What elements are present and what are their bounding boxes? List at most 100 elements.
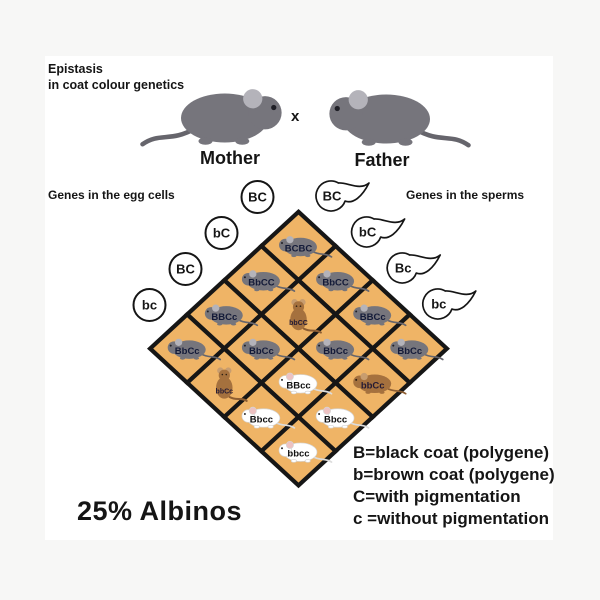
- sperm-gamete-label: bc: [431, 297, 446, 312]
- mouse-eye-icon: [355, 378, 358, 381]
- mouse-foot-icon: [290, 390, 297, 395]
- mouse-ear-icon: [248, 406, 257, 415]
- mouse-eye-icon: [318, 344, 321, 347]
- father-label: Father: [354, 150, 410, 170]
- mouse-eye-icon: [355, 310, 358, 313]
- sperm-gamete-label: bC: [359, 225, 377, 240]
- title-line2: in coat colour genetics: [48, 78, 185, 92]
- sperm-shape-icon: [421, 288, 477, 320]
- mouse-eye-icon: [392, 344, 395, 347]
- mouse-eye-icon: [221, 373, 224, 376]
- genotype-label: BbCC: [322, 278, 349, 289]
- genotype-legend: B=black coat (polygene) b=brown coat (po…: [353, 442, 555, 530]
- mother-label: Mother: [200, 148, 260, 168]
- mouse-eye-icon: [318, 276, 321, 279]
- mouse-grey: [316, 338, 370, 361]
- mouse-ear-icon: [348, 90, 368, 110]
- egg-circle-icon: [204, 216, 239, 250]
- mouse-brown: [290, 299, 322, 334]
- mouse-eye-icon: [243, 276, 246, 279]
- mouse-ear-icon: [323, 270, 331, 278]
- genotype-label: bbCc: [361, 380, 385, 391]
- mouse-foot-icon: [304, 459, 311, 463]
- sperm-gamete-label: BC: [323, 189, 342, 204]
- mouse-ear-icon: [249, 338, 257, 346]
- genotype-label: Bbcc: [250, 415, 273, 426]
- genotype-label: BBcc: [286, 380, 310, 391]
- mouse-foot-icon: [268, 356, 274, 360]
- mouse-ear-icon: [285, 440, 294, 449]
- mouse-grey: [390, 338, 444, 361]
- egg-gamete-label: BC: [248, 190, 267, 205]
- sperm-gamete: Bc: [386, 252, 442, 284]
- genotype-label: BbCc: [175, 346, 200, 357]
- mouse-head-icon: [218, 369, 230, 381]
- sperm-shape-icon: [386, 252, 442, 284]
- mouse-foot-icon: [342, 356, 348, 360]
- mouse-eye-icon: [281, 447, 283, 450]
- mouse-head-icon: [292, 301, 305, 313]
- mouse-foot-icon: [365, 322, 371, 326]
- genotype-label: BBCc: [211, 312, 237, 323]
- mouse-foot-icon: [290, 459, 297, 463]
- mouse-white: [241, 406, 296, 429]
- mouse-eye-icon: [295, 305, 298, 307]
- mouse-eye-icon: [243, 413, 246, 416]
- mouse-ear-icon: [360, 372, 368, 381]
- mouse-foot-icon: [341, 424, 348, 429]
- mouse-body-icon: [290, 308, 307, 331]
- mouse-eye-icon: [206, 310, 209, 313]
- sperm-section-label: Genes in the sperms: [406, 188, 525, 202]
- mouse-white: [278, 440, 333, 463]
- mouse-ear-icon: [397, 338, 405, 346]
- mouse-ear-icon: [249, 270, 257, 278]
- mouse-foot-icon: [361, 138, 376, 146]
- mouse-foot-icon: [254, 356, 260, 360]
- mouse-ear-icon: [323, 338, 331, 346]
- mouse-eye-icon: [169, 344, 172, 347]
- mouse-foot-icon: [230, 322, 237, 326]
- sperm-shape-icon: [315, 180, 370, 212]
- mouse-grey: [329, 90, 471, 148]
- sperm-gamete: bC: [350, 216, 406, 248]
- mouse-grey: [353, 304, 407, 327]
- mouse-foot-icon: [304, 390, 311, 395]
- genotype-label: BbCC: [248, 278, 275, 289]
- mouse-foot-icon: [198, 137, 213, 145]
- genotype-label: BCBC: [285, 244, 313, 255]
- genotype-label: BBCc: [360, 312, 386, 323]
- mouse-eye-icon: [281, 378, 283, 381]
- egg-gamete: bC: [204, 216, 239, 250]
- egg-gamete: BC: [240, 180, 275, 214]
- mouse-ear-icon: [285, 372, 294, 381]
- mouse-ear-icon: [243, 89, 263, 109]
- legend-line-b: b=brown coat (polygene): [353, 465, 555, 484]
- sperm-gamete: bc: [421, 288, 477, 320]
- mouse-white: [278, 372, 333, 395]
- mouse-eye-icon: [225, 373, 228, 376]
- egg-circle-icon: [132, 288, 167, 322]
- mouse-tail-icon: [140, 126, 198, 147]
- title-line1: Epistasis: [48, 62, 103, 76]
- mouse-foot-icon: [365, 391, 371, 394]
- genotype-label: BbCc: [397, 346, 422, 357]
- mouse-grey: [241, 270, 296, 292]
- mouse-foot-icon: [328, 288, 334, 292]
- mouse-white: [315, 406, 370, 429]
- mouse-brown: [353, 372, 407, 395]
- egg-gamete-label: bc: [142, 298, 157, 313]
- mouse-foot-icon: [402, 356, 408, 360]
- mouse-eye-icon: [243, 344, 246, 347]
- mouse-foot-icon: [379, 391, 385, 394]
- egg-circle-icon: [240, 180, 275, 214]
- mouse-brown: [216, 367, 248, 402]
- sperm-gamete: BC: [315, 180, 370, 212]
- mouse-foot-icon: [193, 356, 200, 360]
- mouse-foot-icon: [305, 254, 311, 258]
- genotype-label: bbCc: [216, 388, 234, 395]
- mouse-foot-icon: [328, 356, 334, 360]
- genotype-label: Bbcc: [324, 415, 347, 426]
- mouse-foot-icon: [379, 322, 385, 326]
- mouse-body-icon: [216, 376, 233, 399]
- mouse-grey: [167, 338, 222, 361]
